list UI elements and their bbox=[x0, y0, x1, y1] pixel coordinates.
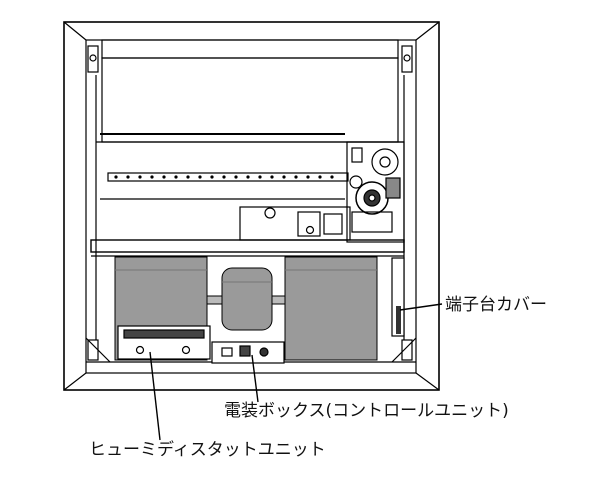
label-humidistat-unit: ヒューミディスタットユニット bbox=[89, 440, 326, 460]
corner-bracket-top-left bbox=[87, 45, 99, 73]
corner-bracket-bottom-left bbox=[85, 337, 111, 363]
label-terminal-cover: 端子台カバー bbox=[445, 295, 547, 315]
humidistat-unit-shape bbox=[117, 325, 211, 360]
corner-bracket-bottom-right bbox=[391, 337, 417, 363]
electrical-box-shape bbox=[211, 341, 285, 364]
label-electrical-box: 電装ボックス(コントロールユニット) bbox=[224, 401, 509, 421]
outer-frame bbox=[63, 21, 440, 391]
leader-terminal-cover bbox=[399, 303, 443, 311]
nozzle-holes bbox=[114, 175, 334, 179]
nozzle-pipe bbox=[107, 172, 349, 182]
corner-bracket-top-right bbox=[401, 45, 413, 73]
top-filter bbox=[101, 39, 399, 59]
shelf-plate bbox=[90, 239, 405, 253]
leader-electrical-box bbox=[251, 354, 259, 403]
fan-right bbox=[284, 256, 378, 361]
fan-motor bbox=[206, 267, 286, 331]
valve-assembly bbox=[346, 141, 405, 243]
leader-humidistat bbox=[149, 351, 161, 441]
